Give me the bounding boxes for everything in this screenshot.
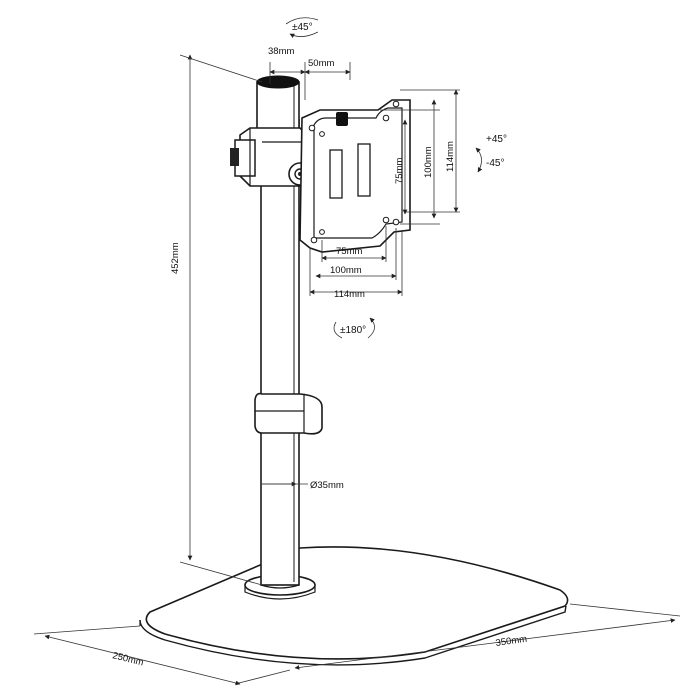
vesa-v75-label: 75mm [394, 158, 405, 184]
base-depth-label: 250mm [111, 650, 144, 668]
tilt-side-arrow [475, 147, 483, 173]
tilt-top-arrow [285, 17, 319, 39]
height-label: 452mm [170, 242, 181, 274]
cable-clip [254, 392, 323, 435]
offset-50-label: 50mm [308, 58, 334, 69]
depth-38-label: 38mm [268, 46, 294, 57]
tilt-plus-label: +45° [486, 134, 507, 145]
vesa-h100-label: 100mm [330, 265, 362, 276]
collar-clamp [230, 127, 313, 187]
vesa-v100-label: 100mm [423, 146, 434, 178]
base-width-label: 350mm [495, 634, 528, 649]
rotate-arrow [333, 317, 375, 339]
vesa-plate [299, 99, 411, 253]
dimension-lines [33, 54, 681, 686]
tilt-minus-label: -45° [486, 158, 504, 169]
vesa-v114-label: 114mm [445, 141, 456, 172]
vesa-h75-label: 75mm [336, 246, 362, 257]
rotate-label: ±180° [340, 325, 366, 336]
vesa-h114-label: 114mm [334, 289, 365, 300]
pole-diameter-label: Ø35mm [310, 480, 344, 491]
tilt-top-label: ±45° [292, 22, 313, 33]
